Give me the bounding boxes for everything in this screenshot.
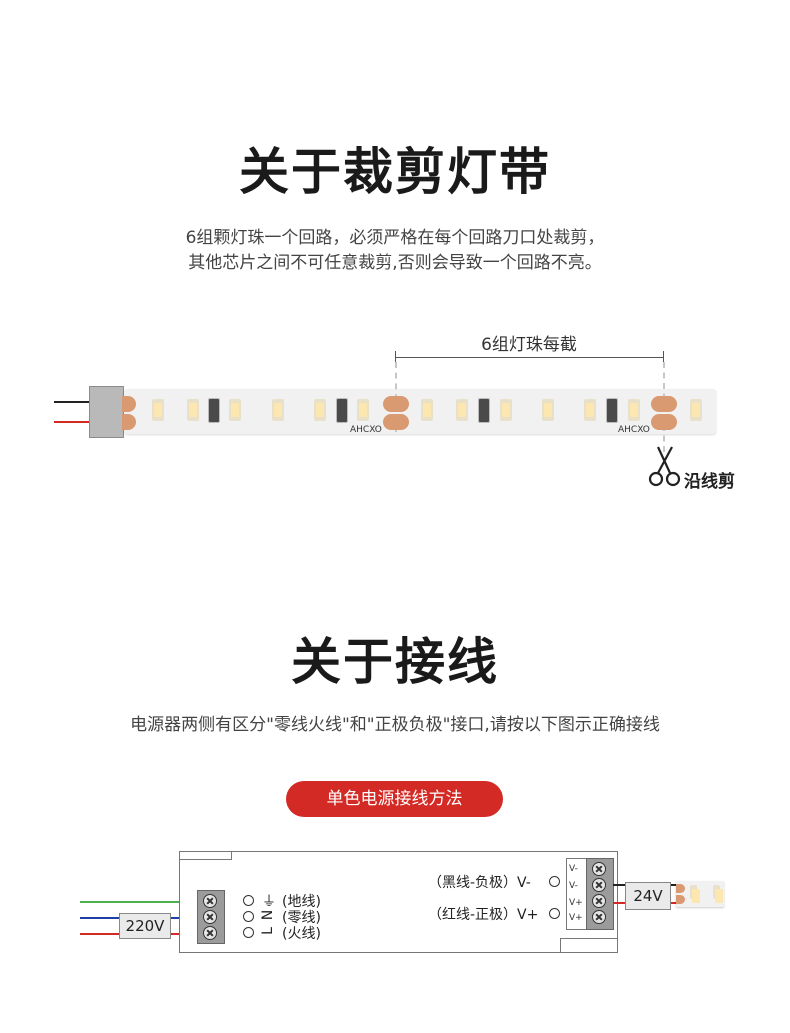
cut-along-line-label: 沿线剪 (684, 472, 735, 492)
screw-icon (592, 910, 606, 924)
solder-pad (676, 895, 685, 904)
led-chip (456, 399, 468, 421)
cutting-description-line2: 其他芯片之间不可任意裁剪,否则会导致一个回路不亮。 (188, 253, 602, 273)
terminal-indicator (243, 911, 254, 922)
output-voltage-label: 24V (625, 882, 671, 910)
cutting-description-line1: 6组颗灯珠一个回路，必须严格在每个回路刀口处裁剪， (185, 228, 605, 248)
led-chip (713, 885, 723, 903)
terminal-label-v-plus: V+ (569, 898, 583, 908)
led-chip (314, 399, 326, 421)
positive-label: （红线-正极）V+ (428, 907, 539, 923)
dimension-line (395, 357, 663, 358)
solder-pad (122, 414, 136, 430)
wire-black (54, 401, 90, 403)
live-label: (火线) (282, 926, 321, 942)
wiring-section-title: 关于接线 (291, 633, 499, 691)
solder-pad (651, 414, 677, 430)
resistor (606, 398, 618, 423)
led-chip (187, 399, 199, 421)
solder-pad (383, 414, 409, 430)
scissors-icon (646, 443, 682, 489)
led-chip (542, 399, 554, 421)
terminal-indicator (549, 876, 560, 887)
live-symbol: L (259, 927, 276, 935)
neutral-symbol: N (260, 909, 277, 921)
psu-tab (179, 851, 232, 860)
terminal-indicator (243, 927, 254, 938)
terminal-label-v-plus: V+ (569, 913, 583, 923)
wire-ground-green (80, 901, 197, 903)
terminal-indicator (549, 908, 560, 919)
led-chip (584, 399, 596, 421)
ground-label: (地线) (282, 894, 321, 910)
terminal-indicator (243, 895, 254, 906)
led-chip (690, 885, 700, 903)
resistor (478, 398, 490, 423)
screw-icon (203, 894, 217, 908)
neutral-label: (零线) (282, 910, 321, 926)
dimension-tick-right (663, 351, 664, 364)
dimension-tick-left (395, 351, 396, 364)
screw-icon (203, 926, 217, 940)
led-chip (272, 399, 284, 421)
strip-marking: AHCXO (350, 425, 382, 435)
led-chip (229, 399, 241, 421)
negative-label: （黑线-负极）V- (428, 875, 531, 891)
terminal-label-v-minus: V- (569, 881, 578, 891)
led-chip (628, 399, 640, 421)
screw-icon (592, 862, 606, 876)
resistor (208, 398, 220, 423)
solder-pad (651, 396, 677, 412)
resistor (336, 398, 348, 423)
cutting-section-title: 关于裁剪灯带 (239, 143, 551, 201)
led-chip (152, 399, 164, 421)
wiring-description: 电源器两侧有区分"零线火线"和"正极负极"接口,请按以下图示正确接线 (130, 715, 660, 735)
psu-tab (560, 938, 617, 952)
solder-pad (122, 396, 136, 412)
solder-pad (676, 884, 685, 893)
led-chip (421, 399, 433, 421)
wire-red (54, 421, 90, 423)
wiring-method-badge: 单色电源接线方法 (286, 781, 503, 817)
strip-marking: AHCXO (618, 425, 650, 435)
screw-icon (203, 910, 217, 924)
screw-icon (592, 878, 606, 892)
terminal-label-v-minus: V- (569, 864, 578, 874)
solder-pad (383, 396, 409, 412)
led-chip (357, 399, 369, 421)
led-chip (690, 399, 702, 421)
input-voltage-label: 220V (119, 913, 171, 939)
led-chip (500, 399, 512, 421)
strip-connector (89, 386, 124, 438)
screw-icon (592, 894, 606, 908)
ground-symbol-icon: ⏚ (262, 894, 276, 910)
dimension-label: 6组灯珠每截 (481, 335, 577, 355)
